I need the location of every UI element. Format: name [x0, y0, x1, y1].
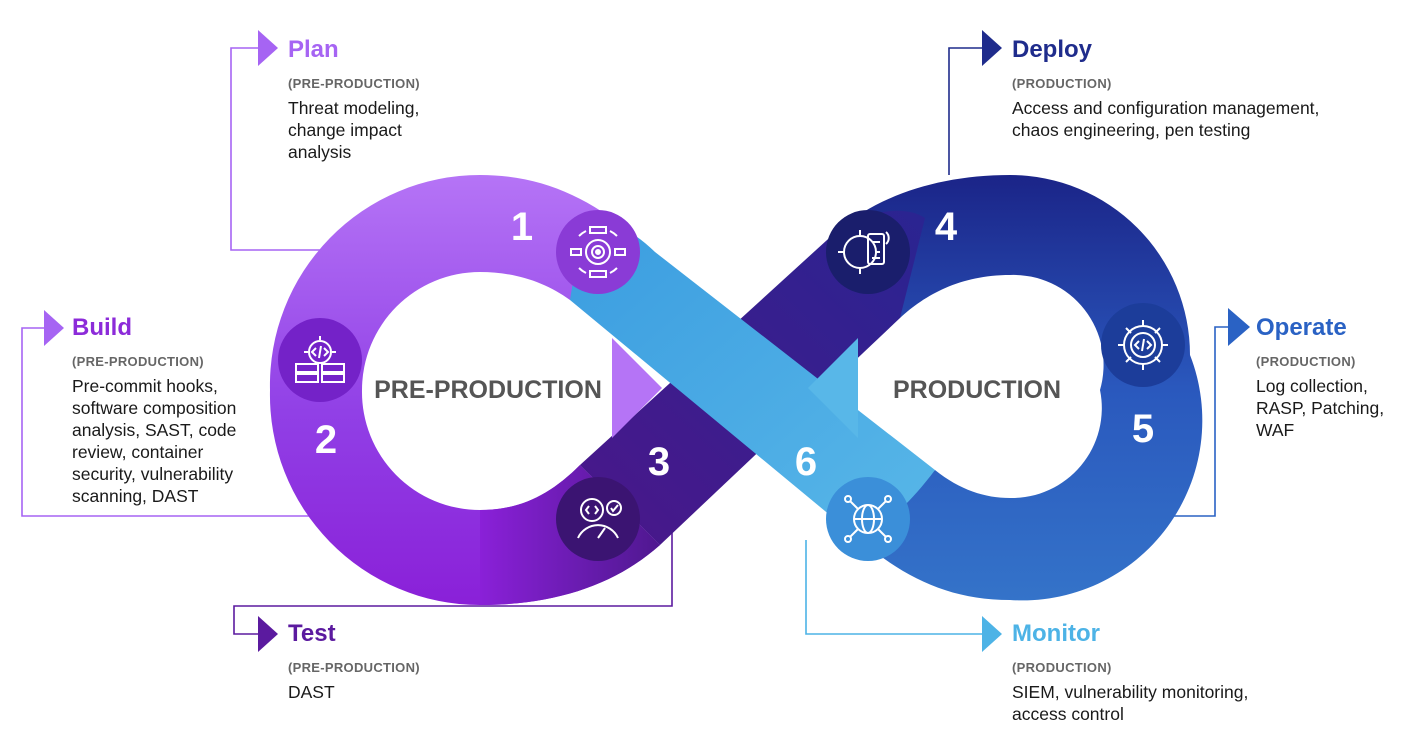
deploy-connector [948, 47, 984, 175]
monitor-subtitle: (PRODUCTION) [1012, 660, 1112, 675]
monitor-description: SIEM, vulnerability monitoring, access c… [1012, 682, 1249, 724]
plan-arrow-icon [258, 30, 278, 66]
stage-number-2: 2 [315, 418, 337, 462]
stage-number-4: 4 [935, 205, 958, 249]
pre-production-arrow-icon [612, 338, 662, 438]
connector-arrows [44, 30, 1250, 652]
build-description: Pre-commit hooks, software composition a… [72, 376, 237, 506]
test-subtitle: (PRE-PRODUCTION) [288, 660, 420, 675]
deploy-arrow-icon [982, 30, 1002, 66]
right-loop-band [838, 175, 1203, 601]
build-arrow-icon [44, 310, 64, 346]
target-icon [556, 210, 640, 294]
build-subtitle: (PRE-PRODUCTION) [72, 354, 204, 369]
operate-connector [1150, 326, 1234, 517]
monitor-connector [805, 540, 986, 635]
code-gear-icon [1101, 303, 1185, 387]
globe-network-icon [826, 477, 910, 561]
operate-stage: Operate (PRODUCTION) Log collection, RAS… [1256, 314, 1406, 441]
plan-stage: Plan (PRE-PRODUCTION) Threat modeling, c… [288, 36, 668, 163]
code-gauge-icon [556, 477, 640, 561]
stage-number-1: 1 [511, 205, 533, 249]
gear-phone-icon [826, 210, 910, 294]
production-arrow-icon [808, 338, 858, 438]
test-connector [233, 500, 673, 635]
plan-description: Threat modeling, change impact analysis [288, 98, 420, 162]
blue-diagonal-band [570, 225, 935, 540]
monitor-arrow-icon [982, 616, 1002, 652]
operate-subtitle: (PRODUCTION) [1256, 354, 1356, 369]
deploy-description: Access and configuration management, cha… [1012, 98, 1320, 140]
build-title: Build [72, 314, 132, 341]
build-connector [21, 327, 312, 517]
test-title: Test [288, 620, 336, 647]
connector-lines [21, 47, 1234, 635]
operate-description: Log collection, RASP, Patching, WAF [1256, 376, 1385, 440]
stage-number-3: 3 [648, 440, 670, 484]
build-stage: Build (PRE-PRODUCTION) Pre-commit hooks,… [72, 314, 312, 507]
production-label: PRODUCTION [893, 376, 1061, 404]
operate-arrow-icon [1228, 308, 1250, 346]
plan-subtitle: (PRE-PRODUCTION) [288, 76, 420, 91]
plan-connector [230, 47, 330, 251]
test-stage: Test (PRE-PRODUCTION) DAST [288, 620, 668, 703]
deploy-subtitle: (PRODUCTION) [1012, 76, 1112, 91]
stage-numbers: 1 2 3 4 5 6 [315, 205, 1154, 484]
monitor-title: Monitor [1012, 620, 1100, 647]
monitor-stage: Monitor (PRODUCTION) SIEM, vulnerability… [1012, 620, 1402, 725]
stage-number-6: 6 [795, 440, 817, 484]
pre-production-label: PRE-PRODUCTION [374, 376, 602, 404]
deploy-title: Deploy [1012, 36, 1093, 63]
operate-title: Operate [1256, 314, 1347, 341]
stage-number-5: 5 [1132, 407, 1154, 451]
plan-title: Plan [288, 36, 339, 63]
test-description: DAST [288, 682, 335, 702]
code-servers-icon [278, 318, 362, 402]
test-arrow-icon [258, 616, 278, 652]
deploy-stage: Deploy (PRODUCTION) Access and configura… [1012, 36, 1402, 141]
